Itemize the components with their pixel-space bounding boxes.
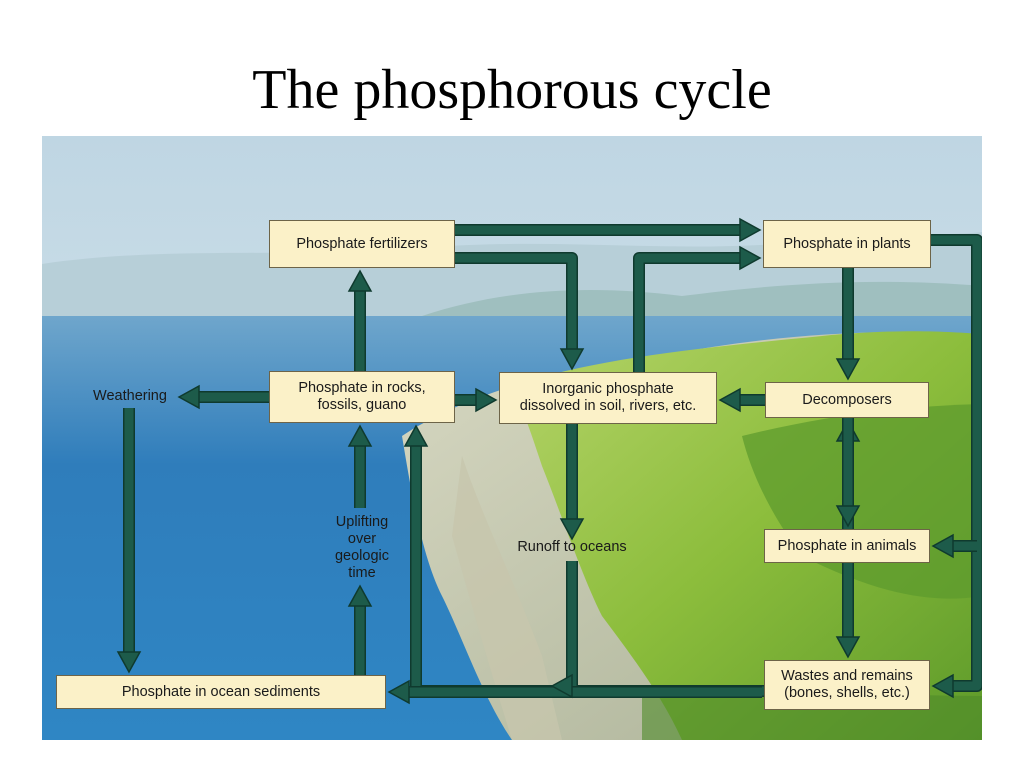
arrow-animals-to-wastes	[835, 563, 861, 659]
phosphate-fertilizers-box: Phosphate fertilizers	[269, 220, 455, 268]
arrow-rocks-to-inorganic	[455, 387, 498, 413]
weathering-label: Weathering	[93, 388, 167, 404]
arrow-rocks-to-weathering	[177, 384, 269, 410]
arrow-inorganic-to-plants	[633, 245, 762, 372]
arrow-plants-to-animals	[931, 533, 977, 559]
inorganic-phosphate-box: Inorganic phosphate dissolved in soil, r…	[499, 372, 717, 424]
phosphate-in-rocks-box: Phosphate in rocks, fossils, guano	[269, 371, 455, 423]
arrow-plants-to-wastes	[931, 234, 982, 699]
arrow-decomposers-to-inorganic	[718, 387, 765, 413]
arrow-fertilizers-to-plants	[455, 217, 762, 243]
arrow-wastes-to-sediments	[387, 679, 762, 705]
arrow-inorganic-runoff	[559, 424, 585, 541]
arrow-plants-to-decomposers	[835, 268, 861, 381]
arrow-runoff-to-sediments	[550, 561, 578, 699]
slide-title: The phosphorous cycle	[252, 59, 772, 121]
arrow-rocks-to-fertilizers	[347, 269, 373, 371]
arrow-sediments-to-uplift	[347, 584, 373, 675]
arrow-wastes-to-rocks	[403, 424, 764, 697]
arrow-fertilizers-to-inorganic	[455, 252, 585, 371]
phosphorus-cycle-figure: Phosphate fertilizers Phosphate in plant…	[42, 136, 982, 740]
phosphate-in-plants-box: Phosphate in plants	[763, 220, 931, 268]
cycle-arrows	[116, 217, 982, 705]
arrow-decomposers-to-animals	[835, 418, 861, 528]
phosphate-in-ocean-sediments-box: Phosphate in ocean sediments	[56, 675, 386, 709]
runoff-to-oceans-label: Runoff to oceans	[517, 539, 627, 555]
arrow-uplift-to-rocks	[347, 424, 373, 508]
wastes-and-remains-box: Wastes and remains (bones, shells, etc.)	[764, 660, 930, 710]
arrow-weathering-to-sediments	[116, 408, 142, 674]
uplifting-label: Uplifting over geologic time	[334, 514, 389, 581]
decomposers-box: Decomposers	[765, 382, 929, 418]
phosphate-in-animals-box: Phosphate in animals	[764, 529, 930, 563]
